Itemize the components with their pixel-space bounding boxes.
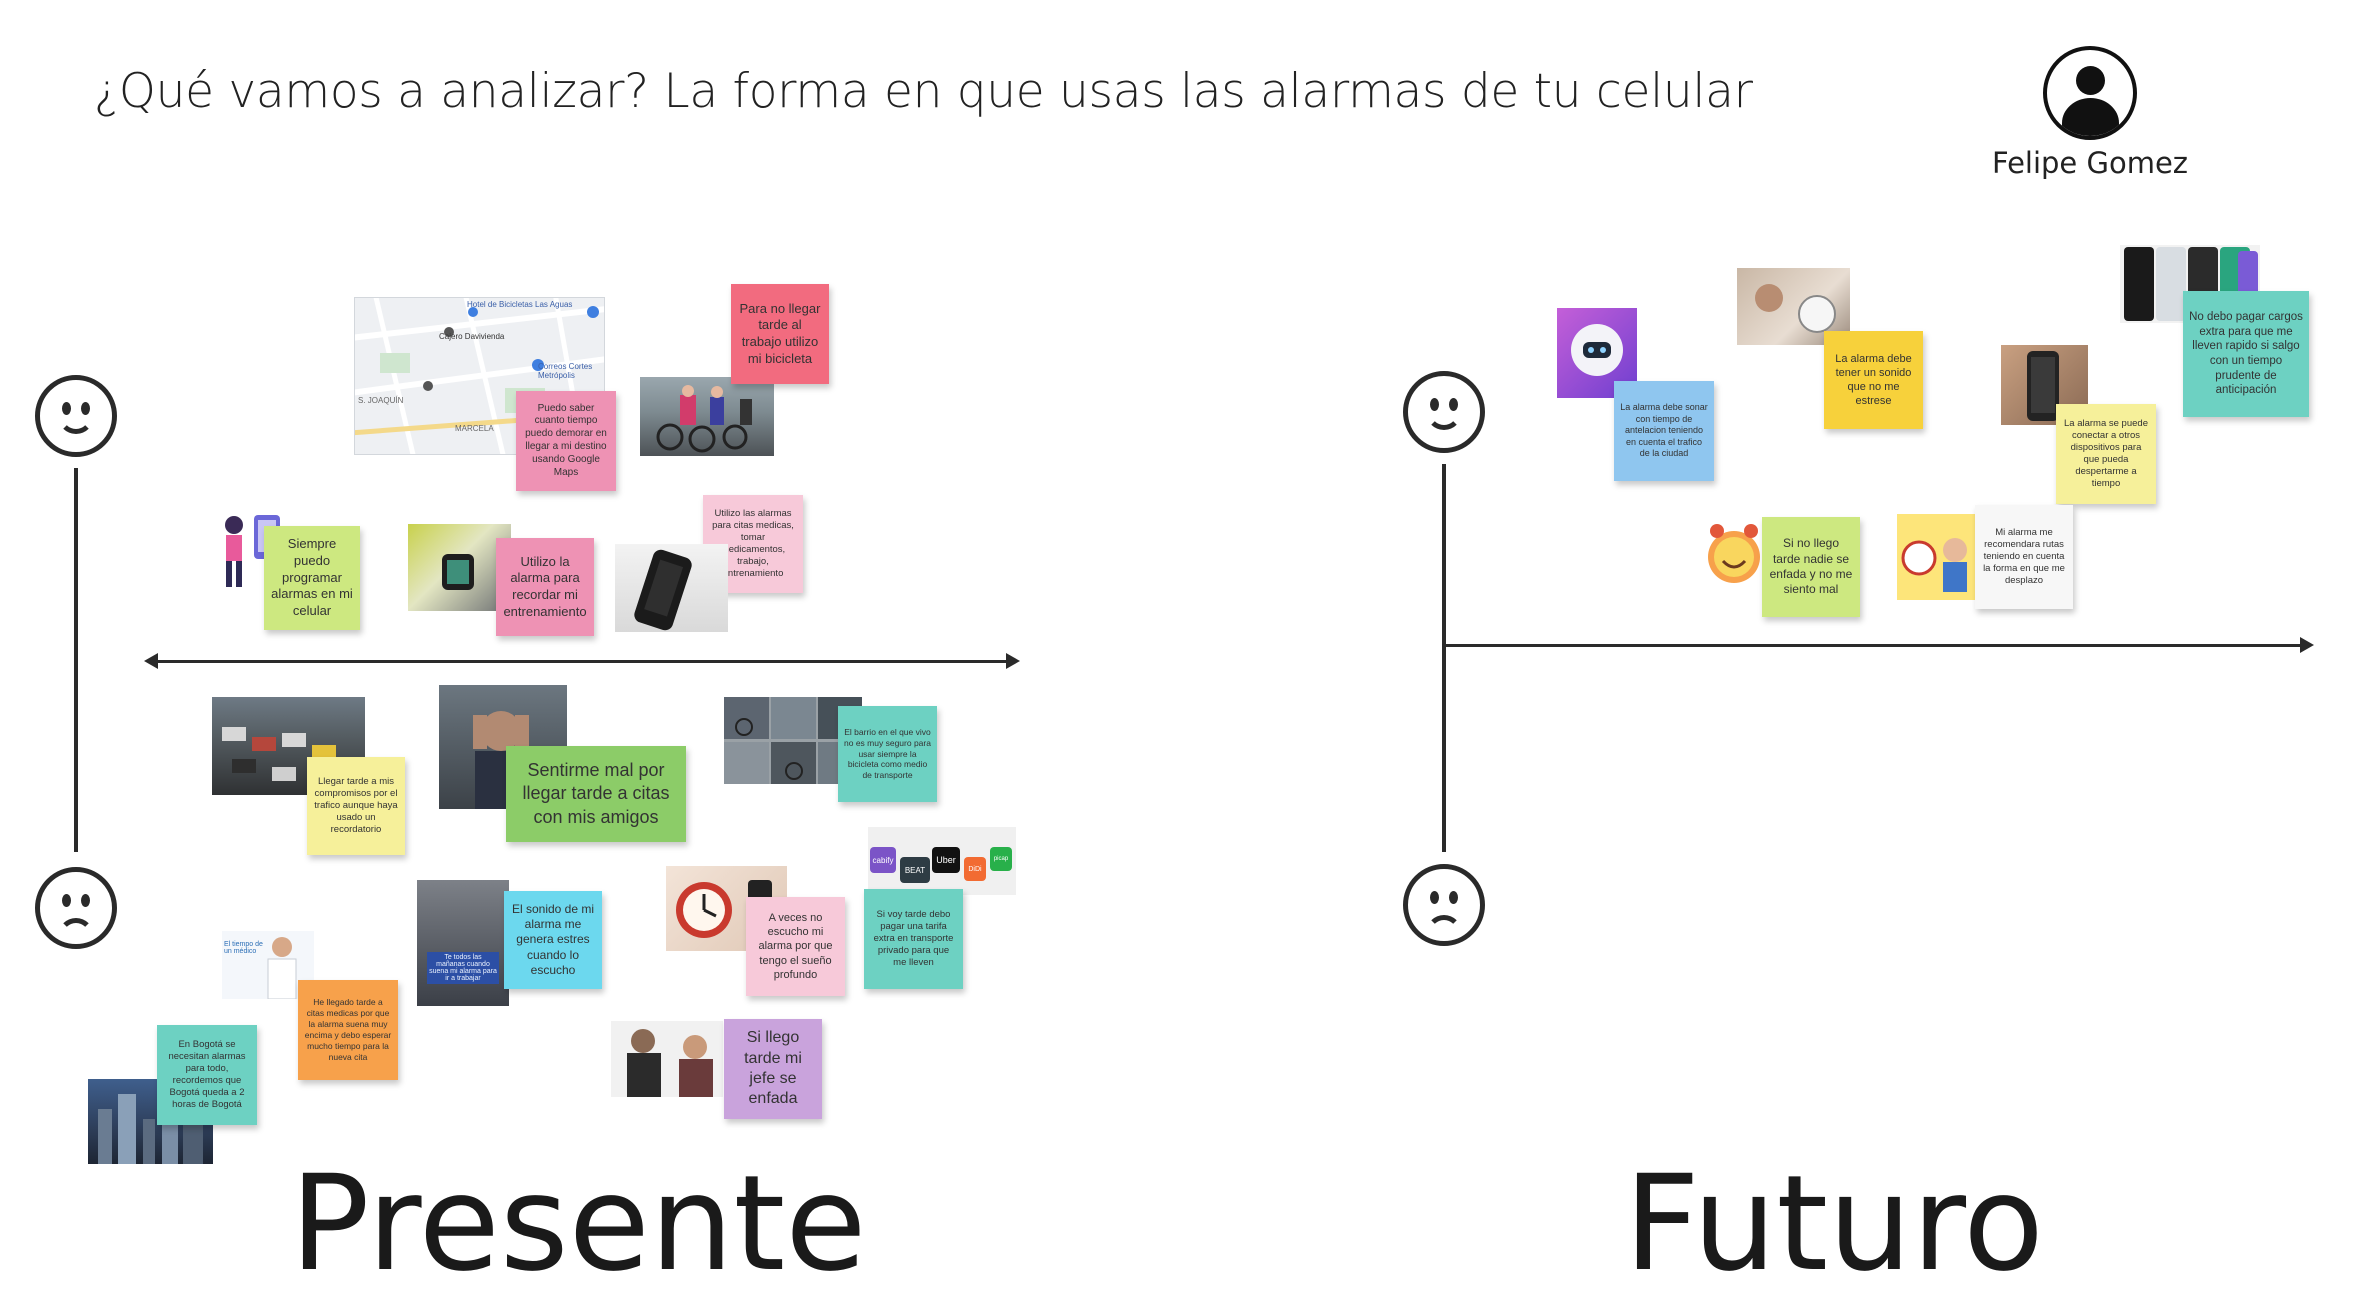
map-label: Hotel de Bicicletas Las Aguas	[467, 300, 573, 309]
sticky-note-not-late[interactable]: Si no llego tarde nadie se enfada y no m…	[1762, 517, 1860, 617]
sticky-note-neighborhood[interactable]: El barrio en el que vivo no es muy segur…	[838, 706, 937, 802]
phone-caption: Te todos las mañanas cuando suena mi ala…	[427, 952, 499, 984]
sticky-note-stress[interactable]: El sonido de mi alarma me genera estres …	[504, 891, 602, 989]
angry-boss-photo[interactable]	[611, 1021, 723, 1097]
sticky-note-training[interactable]: Utilizo la alarma para recordar mi entre…	[496, 538, 594, 636]
phone-hand-photo[interactable]	[615, 544, 728, 632]
left-arrow-icon	[144, 653, 158, 669]
present-section-label: Presente	[290, 1147, 867, 1301]
sad-face-icon	[1403, 864, 1485, 946]
right-arrow-icon	[1006, 653, 1020, 669]
sticky-note-no-stress-sound[interactable]: La alarma debe tener un sonido que no me…	[1824, 331, 1923, 429]
future-section-label: Futuro	[1624, 1147, 2044, 1301]
sticky-note-feel-bad[interactable]: Sentirme mal por llegar tarde a citas co…	[506, 746, 686, 842]
happy-alarm-clock-icon[interactable]	[1699, 519, 1769, 589]
doctor-caption: El tiempo de un médico	[224, 941, 263, 955]
google-maps-image[interactable]: Hotel de Bicicletas Las Aguas Cajero Dav…	[354, 297, 605, 455]
map-label: Correos Cortes Metrópolis	[538, 362, 593, 380]
user-name: Felipe Gomez	[1991, 146, 2189, 180]
present-horizontal-axis	[150, 660, 1008, 663]
sticky-note-traffic[interactable]: Llegar tarde a mis compromisos por el tr…	[307, 757, 405, 855]
ride-apps-image[interactable]: cabify BEAT Uber DiDi picap	[868, 827, 1016, 895]
sticky-note-private-transport[interactable]: Si voy tarde debo pagar una tarifa extra…	[864, 889, 963, 989]
happy-face-icon	[35, 375, 117, 457]
future-horizontal-axis	[1443, 644, 2303, 647]
sticky-note-maps[interactable]: Puedo saber cuanto tiempo puedo demorar …	[516, 391, 616, 491]
user-avatar-icon[interactable]	[2043, 46, 2137, 140]
beat-app-icon: BEAT	[900, 857, 930, 883]
uber-app-icon: Uber	[932, 847, 960, 873]
sticky-note-program[interactable]: Siempre puedo programar alarmas en mi ce…	[264, 526, 360, 630]
map-label: S. JOAQUÍN	[358, 396, 404, 405]
sticky-note-routes[interactable]: Mi alarma me recomendara rutas teniendo …	[1975, 505, 2073, 609]
sticky-note-bogota[interactable]: En Bogotá se necesitan alarmas para todo…	[157, 1025, 257, 1125]
happy-face-icon	[1403, 371, 1485, 453]
sticky-note-deep-sleep[interactable]: A veces no escucho mi alarma por que ten…	[746, 897, 845, 996]
wakeup-cartoon-image[interactable]	[1897, 514, 1977, 600]
sticky-note-no-extra-charge[interactable]: No debo pagar cargos extra para que me l…	[2183, 291, 2309, 417]
cabify-app-icon: cabify	[870, 847, 896, 873]
phone-bed-photo[interactable]: Te todos las mañanas cuando suena mi ala…	[417, 880, 509, 1006]
future-vertical-axis	[1442, 464, 1446, 852]
picap-app-icon: picap	[990, 847, 1012, 871]
user-profile[interactable]: Felipe Gomez	[1990, 46, 2190, 180]
present-vertical-axis	[74, 468, 78, 852]
map-label: Cajero Davivienda	[439, 332, 505, 341]
right-arrow-icon	[2300, 637, 2314, 653]
sticky-note-doctor-late[interactable]: He llegado tarde a citas medicas por que…	[298, 980, 398, 1080]
sad-face-icon	[35, 867, 117, 949]
sticky-note-bike[interactable]: Para no llegar tarde al trabajo utilizo …	[731, 284, 829, 384]
cyclists-photo[interactable]	[640, 377, 774, 456]
page-title: ¿Qué vamos a analizar? La forma en que u…	[94, 64, 1753, 119]
map-label: MARCELA	[455, 424, 494, 433]
sticky-note-traffic-alarm[interactable]: La alarma debe sonar con tiempo de antel…	[1614, 381, 1714, 481]
sticky-note-boss[interactable]: Si llego tarde mi jefe se enfada	[724, 1019, 822, 1119]
sticky-note-devices[interactable]: La alarma se puede conectar a otros disp…	[2056, 404, 2156, 504]
didi-app-icon: DiDi	[964, 857, 986, 881]
smartwatch-photo[interactable]	[408, 524, 511, 611]
